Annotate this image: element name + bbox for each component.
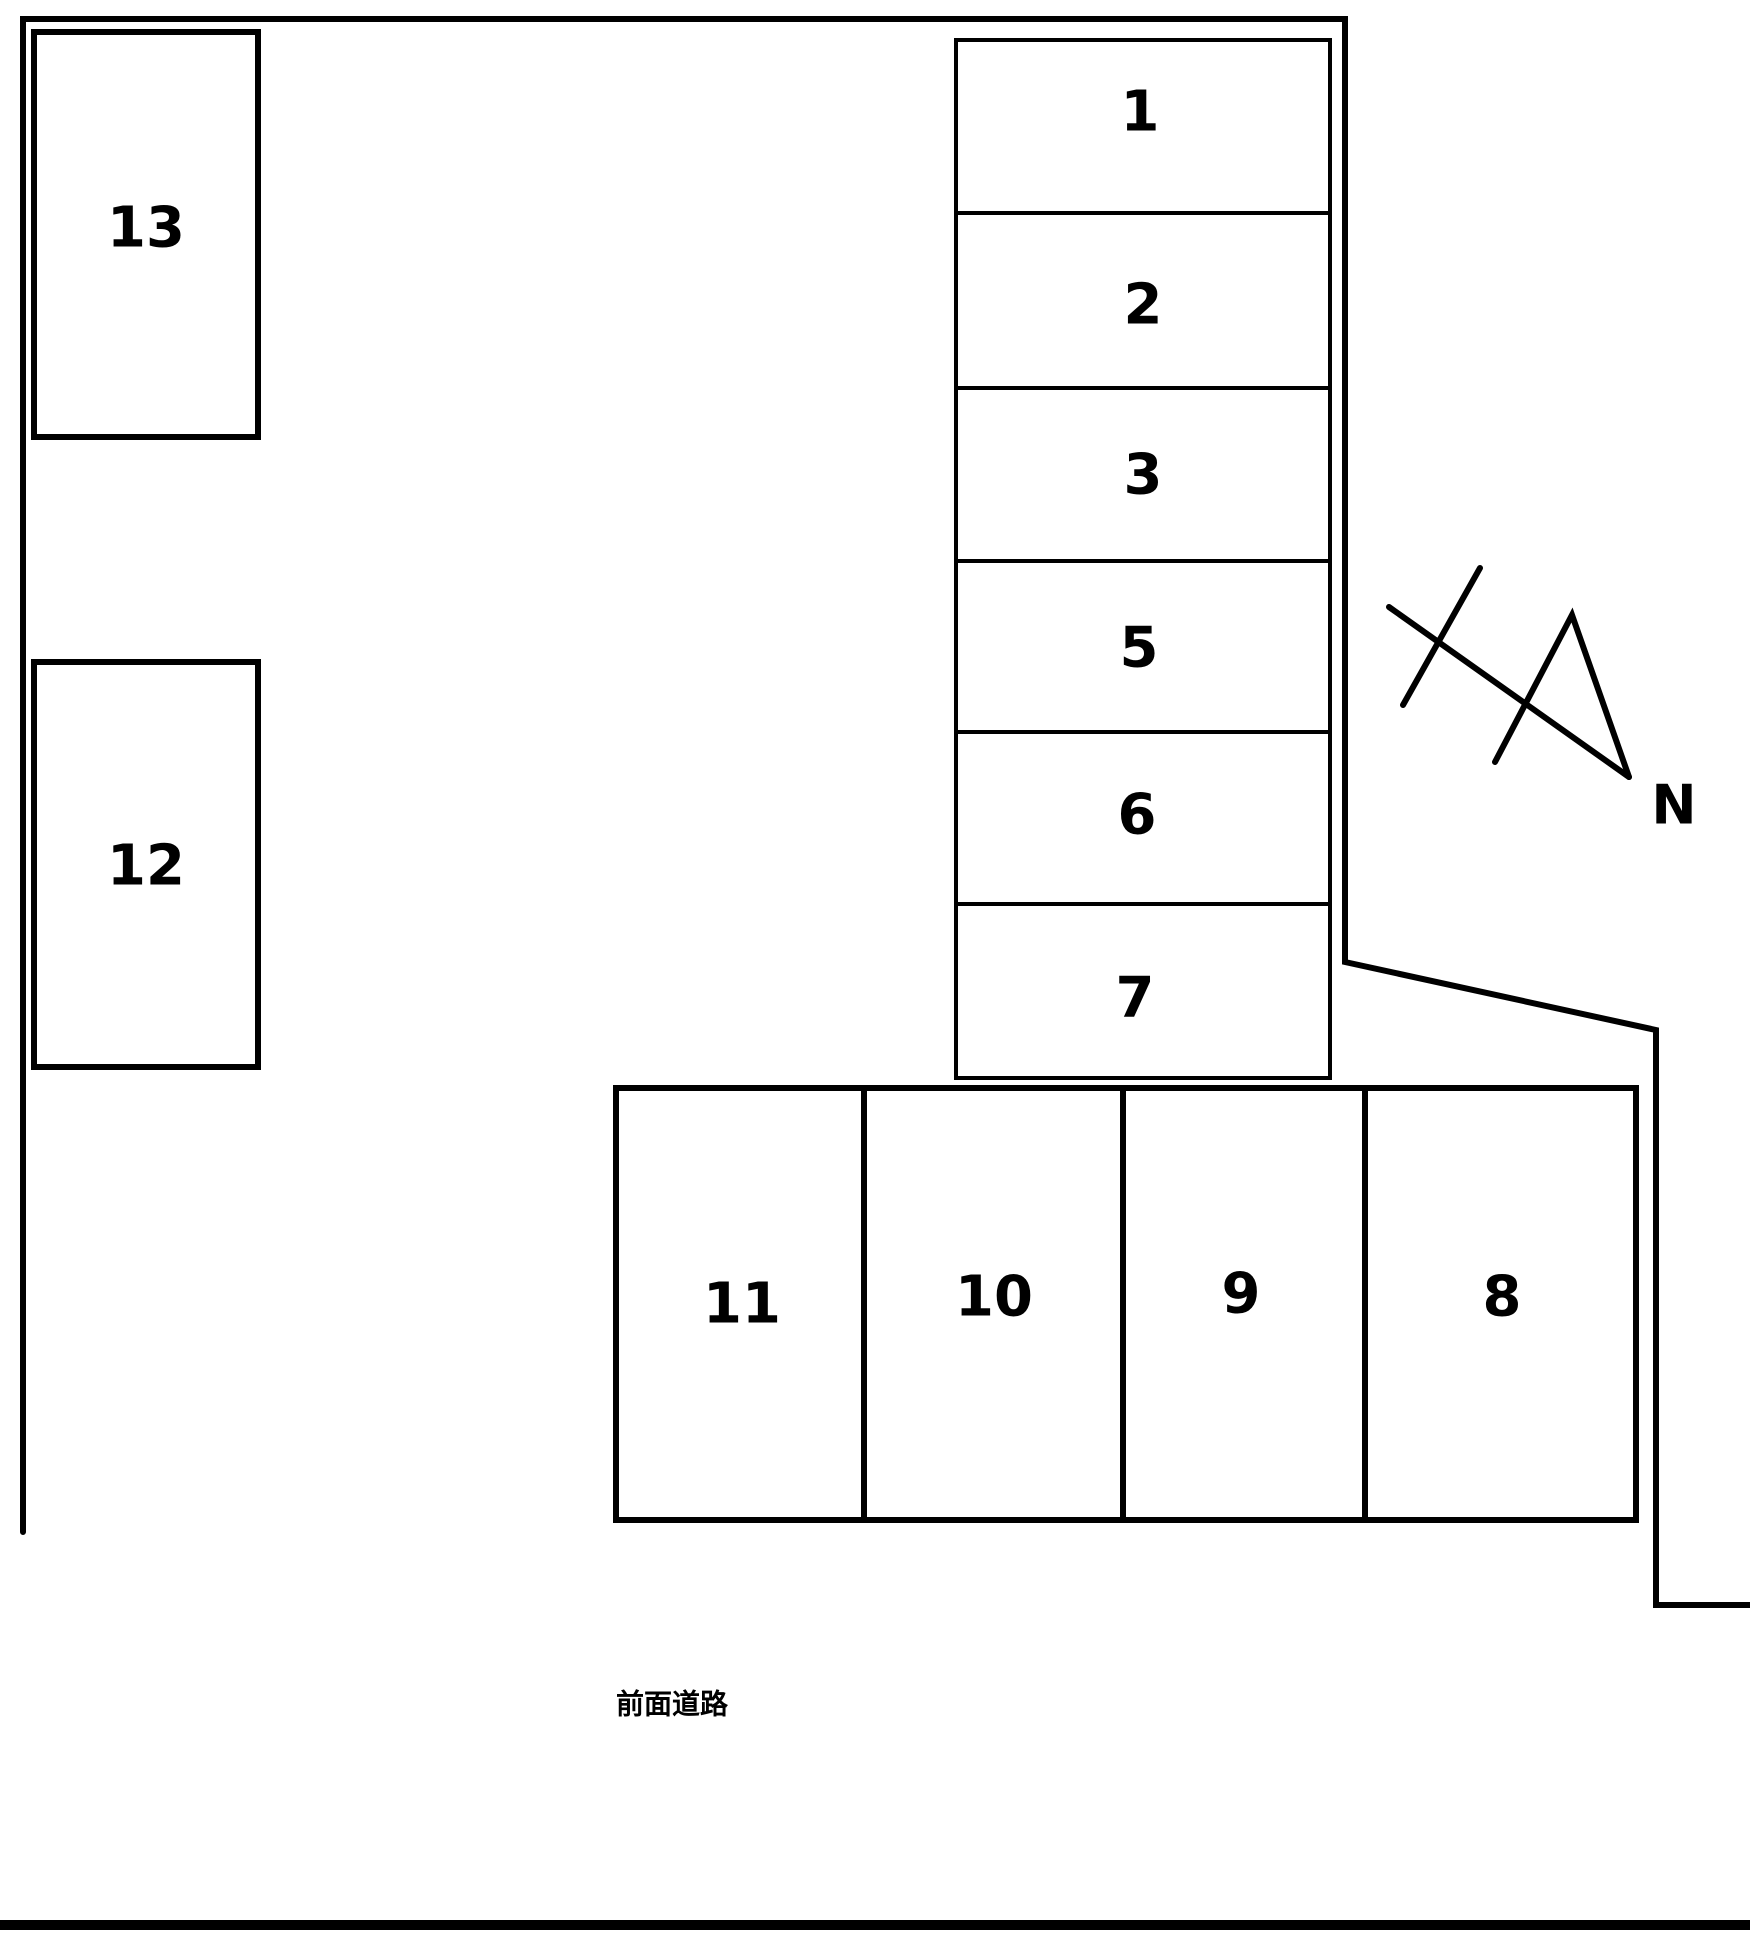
space-label-9: 9 [1222,1262,1261,1327]
parking-space-2: 2 [954,211,1332,390]
road-label: 前面道路 [616,1688,729,1721]
space-label-7: 7 [1116,966,1155,1031]
parking-space-1: 1 [954,38,1332,215]
space-label-1: 1 [1121,80,1160,145]
space-label-13: 13 [107,196,185,261]
parking-space-6: 6 [954,730,1332,906]
space-label-6: 6 [1118,783,1157,848]
parking-space-7: 7 [954,902,1332,1080]
parking-space-13: 13 [31,29,261,440]
parking-space-5: 5 [954,559,1332,734]
parking-space-12: 12 [31,659,261,1070]
space-label-2: 2 [1124,273,1163,338]
space-label-11: 11 [703,1272,781,1337]
space-label-3: 3 [1124,443,1163,508]
parking-space-3: 3 [954,386,1332,563]
north-arrow-icon [1386,565,1632,780]
space-label-8: 8 [1483,1265,1522,1330]
site-boundary-left [20,16,1750,1608]
space-label-12: 12 [107,834,185,899]
space-label-10: 10 [955,1265,1033,1330]
parking-row-bottom [613,1085,1639,1523]
space-label-5: 5 [1120,616,1159,681]
compass-label: N [1651,774,1696,837]
